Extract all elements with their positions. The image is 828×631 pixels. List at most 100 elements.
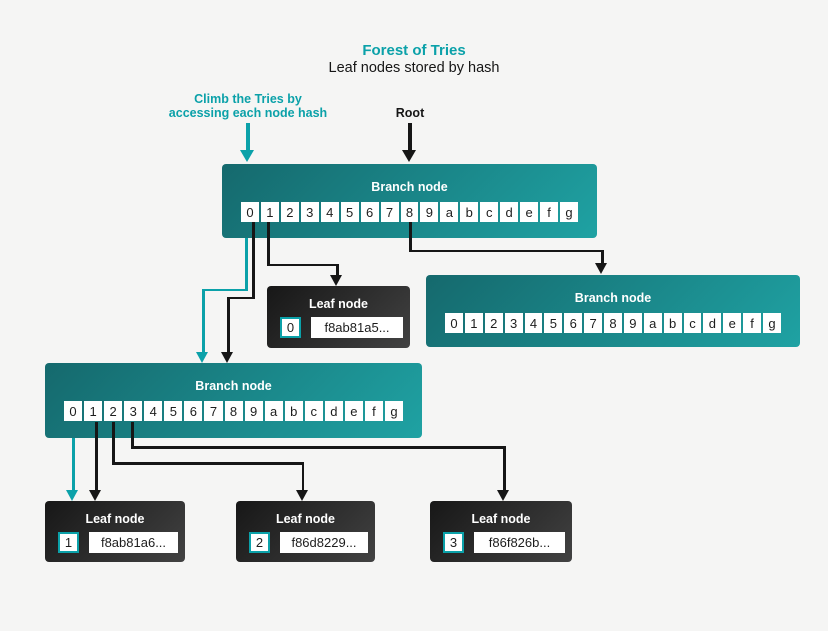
branch-cell-4: 4 [144,401,163,421]
branch-cell-8: 8 [224,401,243,421]
branch-cell-a: a [643,313,662,333]
connector-lcell3-leaf3-arrow-icon [497,490,509,501]
branch-cell-3: 3 [124,401,143,421]
connector-cell1-leaf0-v1 [267,222,270,266]
branch-node-right-title: Branch node [574,291,652,305]
branch-cell-5: 5 [544,313,563,333]
leaf-node-2-index-cell: 2 [249,531,270,553]
connector-cell8-right-arrow-icon [595,263,607,274]
branch-cell-7: 7 [380,202,399,222]
connector-climb-left-h1 [202,288,248,291]
heading-block: Forest of Tries Leaf nodes stored by has… [0,43,828,77]
root-label: Root [395,106,425,120]
branch-cell-1: 1 [464,313,483,333]
branch-cell-2: 2 [104,401,123,421]
leaf-node-0: Leaf node 0 f8ab81a5... [267,286,410,348]
branch-cell-g: g [763,313,781,333]
climb-arrow-head-icon [240,150,254,162]
branch-cell-7: 7 [584,313,602,333]
leaf-node-1: Leaf node 1 f8ab81a6... [45,501,185,562]
climb-arrow-shaft [246,123,250,150]
connector-cell0-left-arrow-icon [221,352,233,363]
connector-cell1-leaf0-arrow-icon [330,275,342,286]
branch-cell-4: 4 [320,202,339,222]
climb-annotation-line1: Climb the Tries by [194,92,302,106]
connector-cell0-left-h1 [227,296,255,299]
branch-cell-d: d [324,401,343,421]
branch-cell-8: 8 [400,202,419,222]
branch-cell-6: 6 [564,313,583,333]
climb-annotation: Climb the Tries by accessing each node h… [128,92,368,120]
branch-cell-4: 4 [524,313,543,333]
leaf-node-3-row: 3 f86f826b... [443,531,565,553]
leaf-node-0-row: 0 f8ab81a5... [280,316,403,338]
connector-cell1-leaf0-h1 [267,263,339,266]
leaf-node-1-index-cell: 1 [58,531,79,553]
branch-cell-0: 0 [445,313,463,333]
branch-cell-9: 9 [244,401,263,421]
connector-cell0-left-v2 [227,296,230,352]
connector-climb-left-v1 [245,238,248,291]
diagram-title: Forest of Tries [362,42,466,59]
branch-cell-g: g [385,401,404,421]
connector-climb-left-arrow-icon [196,352,208,363]
connector-cell1-leaf0-v2 [336,263,339,275]
branch-cell-c: c [304,401,323,421]
branch-node-root-title: Branch node [371,180,448,194]
connector-cell8-right-v1 [409,222,412,252]
branch-cell-6: 6 [360,202,379,222]
branch-cell-b: b [663,313,682,333]
leaf-node-1-hash-value: f8ab81a6... [89,531,178,553]
branch-cell-c: c [683,313,702,333]
connector-lcell2-leaf2-h1 [112,462,304,465]
branch-cell-f: f [364,401,383,421]
connector-lcell2-leaf2-arrow-icon [296,490,308,501]
branch-cell-2: 2 [280,202,299,222]
connector-climb-leaf1-arrow-icon [66,490,78,501]
branch-cell-f: f [540,202,558,222]
connector-cell8-right-h1 [409,249,604,252]
branch-cell-e: e [520,202,539,222]
branch-cell-b: b [284,401,303,421]
leaf-node-3-title: Leaf node [471,512,531,526]
branch-cell-2: 2 [484,313,503,333]
connector-lcell1-leaf1-arrow-icon [89,490,101,501]
connector-climb-leaf1-v [72,438,75,490]
diagram-subtitle: Leaf nodes stored by hash [328,60,500,76]
leaf-node-0-index-cell: 0 [280,316,301,338]
connector-lcell3-leaf3-v1 [131,422,134,449]
leaf-node-2: Leaf node 2 f86d8229... [236,501,375,562]
root-arrow-head-icon [402,150,416,162]
connector-climb-left-v2 [202,288,205,352]
leaf-node-3: Leaf node 3 f86f826b... [430,501,572,562]
connector-lcell2-leaf2-v1 [112,422,115,465]
branch-cell-e: e [723,313,742,333]
connector-cell0-left-v1 [252,222,255,299]
branch-cell-6: 6 [184,401,203,421]
root-arrow-shaft [408,123,412,150]
branch-cell-g: g [560,202,578,222]
branch-cell-f: f [743,313,761,333]
branch-cell-5: 5 [340,202,359,222]
connector-lcell3-leaf3-h1 [131,446,506,449]
branch-cell-8: 8 [604,313,622,333]
connector-lcell1-leaf1-v [95,422,98,490]
branch-node-left-title: Branch node [195,379,272,393]
leaf-node-1-row: 1 f8ab81a6... [58,531,178,553]
branch-cell-5: 5 [164,401,183,421]
branch-cell-9: 9 [420,202,439,222]
leaf-node-0-title: Leaf node [308,297,369,311]
connector-lcell2-leaf2-v2 [301,462,304,490]
leaf-node-2-hash-value: f86d8229... [280,531,368,553]
branch-cell-0: 0 [241,202,259,222]
branch-cell-1: 1 [260,202,279,222]
branch-cell-d: d [703,313,722,333]
leaf-node-3-index-cell: 3 [443,531,464,553]
branch-cell-1: 1 [84,401,103,421]
